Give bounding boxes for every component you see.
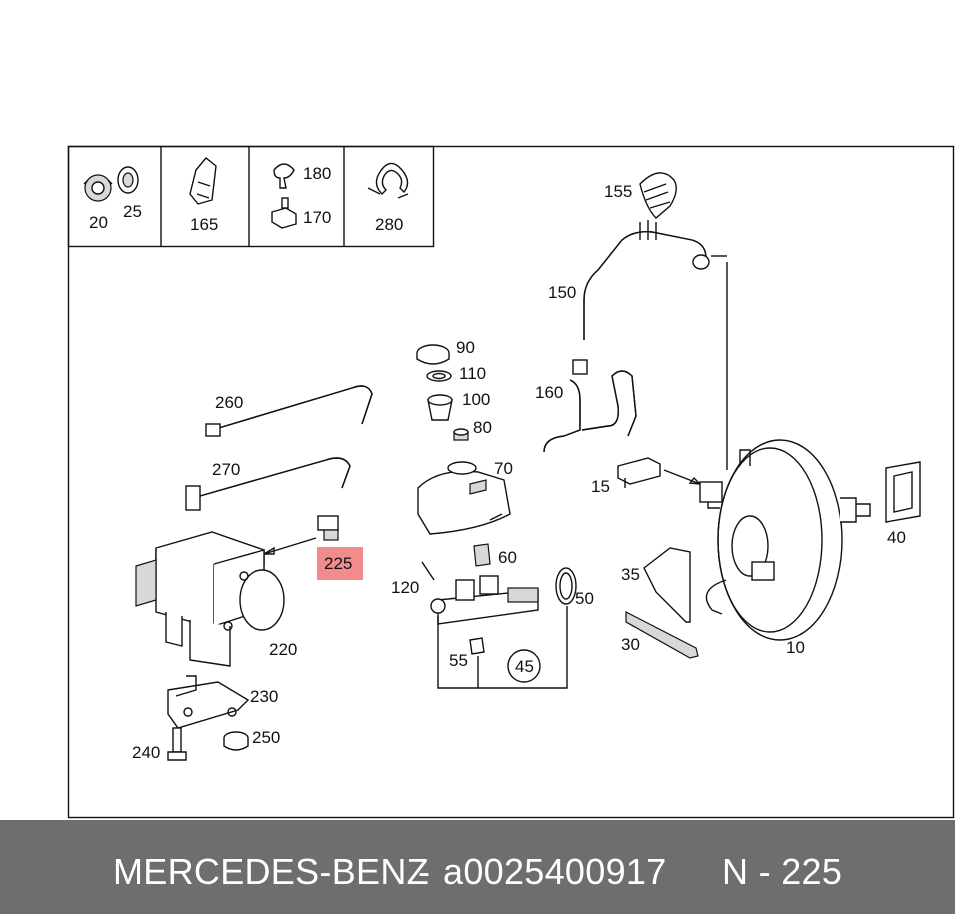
label-80: 80 bbox=[473, 418, 492, 437]
diagram-frame bbox=[67, 145, 955, 819]
part-90-cap bbox=[416, 344, 450, 365]
label-165: 165 bbox=[190, 215, 218, 234]
part-160-vacuum-hose bbox=[543, 359, 637, 453]
part-250-damper bbox=[223, 731, 249, 751]
part-100-strainer bbox=[427, 394, 453, 421]
part-220-hydraulic-unit bbox=[135, 531, 285, 667]
label-120: 120 bbox=[391, 578, 419, 597]
label-170: 170 bbox=[303, 208, 331, 227]
label-90: 90 bbox=[456, 338, 475, 357]
part-35-bracket bbox=[643, 547, 691, 623]
label-50: 50 bbox=[575, 589, 594, 608]
part-225-pressure-switch bbox=[261, 515, 339, 555]
footer-separator: - bbox=[418, 851, 431, 892]
label-160: 160 bbox=[535, 383, 563, 402]
part-180-clamp bbox=[273, 163, 295, 189]
label-230: 230 bbox=[250, 687, 278, 706]
part-70-reservoir bbox=[417, 461, 511, 535]
part-10-brake-booster bbox=[699, 255, 871, 641]
label-110: 110 bbox=[459, 364, 486, 383]
label-70: 70 bbox=[494, 459, 513, 478]
label-60: 60 bbox=[498, 548, 517, 567]
label-20: 20 bbox=[89, 213, 108, 232]
label-25: 25 bbox=[123, 202, 142, 221]
label-55: 55 bbox=[449, 651, 468, 670]
label-280: 280 bbox=[375, 215, 403, 234]
part-40-gasket bbox=[885, 461, 921, 523]
label-30: 30 bbox=[621, 635, 640, 654]
label-270: 270 bbox=[212, 460, 240, 479]
part-150-vacuum-hose bbox=[583, 220, 710, 340]
parts-diagram: 20 25 165 180 170 280 155 150 160 90 110… bbox=[67, 145, 955, 819]
part-230-bracket bbox=[167, 675, 250, 729]
label-15: 15 bbox=[591, 477, 610, 496]
part-50-oring bbox=[555, 567, 577, 605]
part-270-brake-line bbox=[185, 457, 351, 511]
part-240-bolt bbox=[167, 727, 187, 761]
part-30-bracket bbox=[625, 611, 699, 659]
label-260: 260 bbox=[215, 393, 243, 412]
part-master-cylinder bbox=[421, 561, 539, 625]
label-40: 40 bbox=[887, 528, 906, 547]
part-155-boot bbox=[639, 172, 677, 219]
label-240: 240 bbox=[132, 743, 160, 762]
label-250: 250 bbox=[252, 728, 280, 747]
label-220: 220 bbox=[269, 640, 297, 659]
part-280-clip bbox=[367, 162, 409, 199]
label-45: 45 bbox=[515, 657, 534, 676]
part-45-repair-kit-bracket bbox=[437, 606, 568, 689]
part-80-plug bbox=[453, 428, 469, 441]
part-20-plug bbox=[83, 174, 113, 202]
footer-bar: MERCEDES-BENZ - a0025400917 N - 225 bbox=[0, 820, 955, 914]
highlight-225 bbox=[317, 547, 363, 580]
part-15-sensor bbox=[617, 457, 702, 488]
part-55-screw bbox=[469, 637, 485, 655]
small-parts-table bbox=[67, 145, 435, 248]
label-180: 180 bbox=[303, 164, 331, 183]
label-225: 225 bbox=[324, 554, 352, 573]
label-35: 35 bbox=[621, 565, 640, 584]
label-100: 100 bbox=[462, 390, 490, 409]
part-165-clip bbox=[189, 157, 217, 205]
footer-brand: MERCEDES-BENZ bbox=[113, 851, 429, 892]
part-170-fitting bbox=[271, 197, 297, 229]
part-25-grommet bbox=[117, 166, 139, 194]
part-260-brake-line bbox=[205, 385, 373, 437]
part-60-seal bbox=[473, 543, 491, 567]
label-150: 150 bbox=[548, 283, 576, 302]
footer-part-number: a0025400917 bbox=[443, 851, 667, 892]
part-110-seal bbox=[426, 370, 452, 382]
label-155: 155 bbox=[604, 182, 632, 201]
footer-position: N - 225 bbox=[722, 851, 843, 892]
label-10: 10 bbox=[786, 638, 805, 657]
